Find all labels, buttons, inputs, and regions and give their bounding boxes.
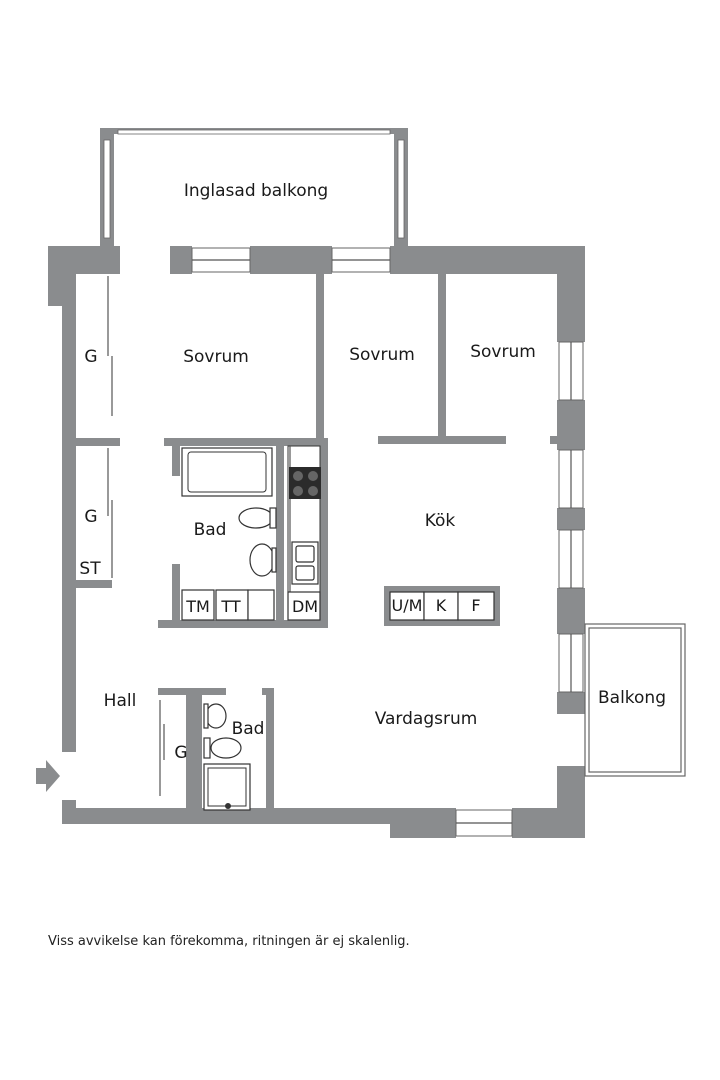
wardrobe-doors xyxy=(107,276,165,796)
label-kitchen: Kök xyxy=(425,511,456,531)
label-bedroom-1: Sovrum xyxy=(183,347,249,367)
bath-1-fixtures xyxy=(181,447,277,621)
label-microwave: U/M xyxy=(392,596,423,615)
label-bath-1: Bad xyxy=(194,520,227,540)
toilet-2-icon xyxy=(210,737,242,759)
label-glazed-balcony: Inglasad balkong xyxy=(184,181,328,201)
dryer-box xyxy=(215,589,249,621)
island-appliances xyxy=(389,591,495,621)
toilet-icon xyxy=(238,507,274,529)
outer-walls xyxy=(48,246,585,838)
disclaimer-text: Viss avvikelse kan förekomma, ritningen … xyxy=(48,934,410,949)
entrance-arrow-icon xyxy=(36,760,60,792)
bath-2-fixtures xyxy=(203,703,251,811)
washer-box xyxy=(181,589,215,621)
label-living-room: Vardagsrum xyxy=(375,709,478,729)
sink-icon xyxy=(249,543,275,577)
label-balcony: Balkong xyxy=(598,688,666,708)
label-wardrobe-2: G xyxy=(84,507,97,527)
glazed-balcony-frame xyxy=(100,128,408,246)
label-storage: ST xyxy=(79,559,101,579)
balcony-railing xyxy=(584,623,686,777)
label-washer: TM xyxy=(185,597,210,616)
label-wardrobe-3: G xyxy=(174,743,187,763)
label-freezer: F xyxy=(471,596,480,615)
label-bedroom-2: Sovrum xyxy=(349,345,415,365)
kitchen-counter xyxy=(287,445,321,621)
sink-2-icon xyxy=(205,703,227,729)
label-wardrobe-1: G xyxy=(84,347,97,367)
label-bath-2: Bad xyxy=(232,719,265,739)
dishwasher-box xyxy=(287,591,321,621)
windows xyxy=(191,247,584,837)
interior-walls xyxy=(76,274,557,812)
label-hall: Hall xyxy=(104,691,137,711)
label-bedroom-3: Sovrum xyxy=(470,342,536,362)
label-dishwasher: DM xyxy=(292,597,318,616)
label-dryer: TT xyxy=(220,597,240,616)
label-fridge: K xyxy=(436,596,447,615)
